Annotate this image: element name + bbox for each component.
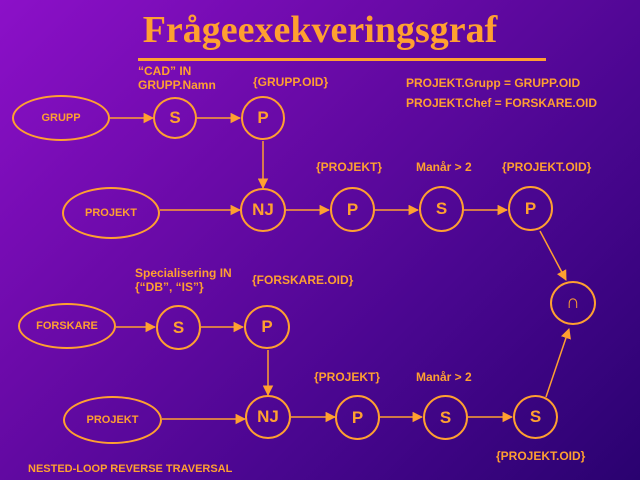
- projekt-label-2: {PROJEKT}: [314, 370, 381, 384]
- forskare-relation-node: FORSKARE: [18, 303, 116, 349]
- projekt-relation-node-1: PROJEKT: [62, 187, 160, 239]
- intersection-node: ∩: [550, 281, 596, 325]
- nested-join-node-nj1: NJ: [240, 188, 286, 232]
- manar-label-1: Manår > 2: [416, 160, 472, 174]
- projection-node-p2: P: [330, 187, 375, 232]
- grupp-relation-node: GRUPP: [12, 95, 110, 141]
- grupp-oid-label: {GRUPP.OID}: [253, 75, 329, 89]
- projekt-oid-label-2: {PROJEKT.OID}: [496, 449, 586, 463]
- projekt-label-1: {PROJEKT}: [316, 160, 383, 174]
- title-underline: [138, 58, 546, 61]
- selection-node-s3: S: [156, 305, 201, 350]
- join-condition-2-label: PROJEKT.Chef = FORSKARE.OID: [406, 96, 598, 110]
- selection-node-s5: S: [513, 395, 558, 439]
- edge-s5-intersect: [545, 328, 571, 398]
- projekt-relation-node-2: PROJEKT: [63, 396, 162, 444]
- cad-condition-label: “CAD” IN GRUPP.Namn: [138, 64, 216, 92]
- selection-node-s1: S: [153, 97, 197, 139]
- projekt-oid-label-1: {PROJEKT.OID}: [502, 160, 592, 174]
- specialisering-condition-label: Specialisering IN {“DB”, “IS”}: [135, 266, 232, 294]
- nested-join-node-nj2: NJ: [245, 395, 291, 439]
- projection-node-p1: P: [241, 96, 285, 140]
- forskare-oid-label: {FORSKARE.OID}: [252, 273, 354, 287]
- join-condition-1-label: PROJEKT.Grupp = GRUPP.OID: [406, 76, 581, 90]
- selection-node-s2: S: [419, 186, 464, 232]
- projection-node-p3: P: [508, 186, 553, 231]
- projection-node-p4: P: [244, 305, 290, 349]
- edge-p3-intersect: [539, 230, 567, 281]
- manar-label-2: Manår > 2: [416, 370, 472, 384]
- projection-node-p5: P: [335, 395, 380, 440]
- diagram-title: Frågeexekveringsgraf: [142, 9, 498, 51]
- selection-node-s4: S: [423, 395, 468, 440]
- footer-caption: NESTED-LOOP REVERSE TRAVERSAL: [28, 463, 233, 475]
